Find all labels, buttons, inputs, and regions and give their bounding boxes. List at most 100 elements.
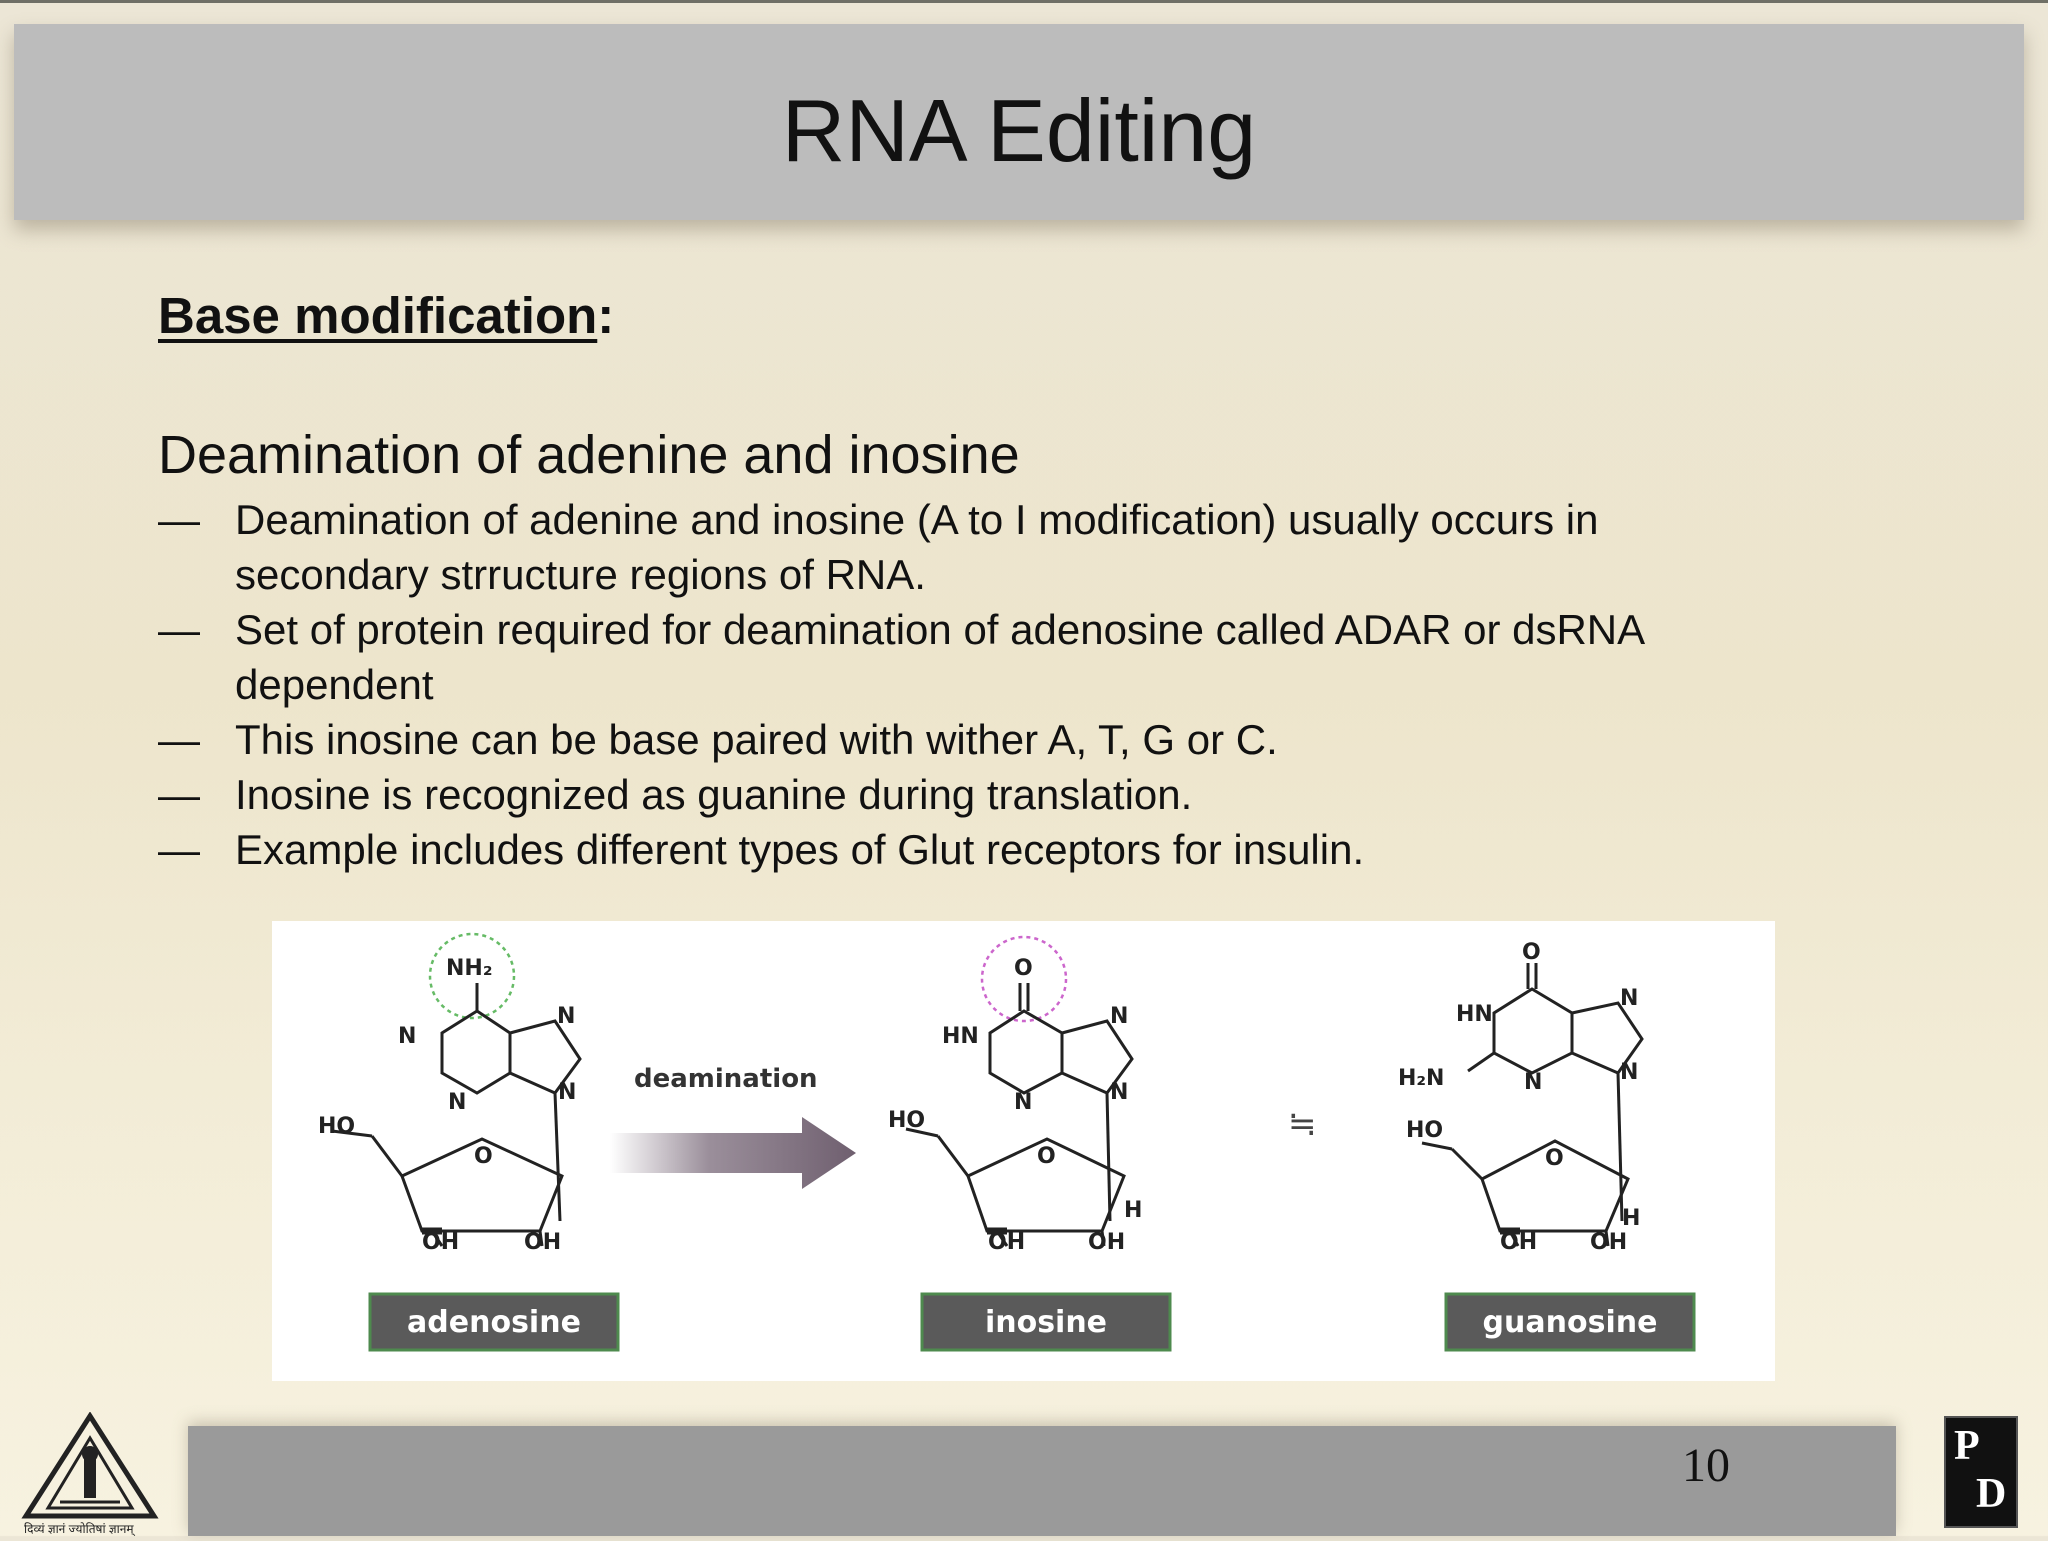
- atom-label: HO: [318, 1114, 355, 1139]
- footer-bar: [188, 1426, 1896, 1536]
- atom-label: H: [1622, 1206, 1640, 1231]
- bond: [995, 1230, 1009, 1247]
- section-heading-colon: :: [597, 287, 615, 344]
- guanosine-label: guanosine: [1483, 1305, 1658, 1340]
- arrow-icon: [610, 1117, 856, 1189]
- deamination-arrow: deamination: [610, 1064, 856, 1189]
- equivalence-symbol: ≒: [1288, 1104, 1317, 1144]
- atom-label: N: [1620, 986, 1638, 1011]
- oxo-highlight-circle: [980, 935, 1068, 1023]
- arrow-label: deamination: [634, 1064, 818, 1094]
- bullet-item: — Inosine is recognized as guanine during…: [158, 767, 1798, 822]
- atom-label: HN: [942, 1024, 979, 1049]
- atom-label: O: [1545, 1146, 1564, 1171]
- purine-ring-6: [988, 1009, 1064, 1095]
- bond: [331, 1129, 373, 1138]
- purine-ring-6: [1492, 987, 1574, 1075]
- logo-caption: दिव्यं ज्ञानं ज्योतिषां ज्ञानम्: [24, 1522, 134, 1536]
- atom-label: O: [1037, 1144, 1056, 1169]
- pd-logo-letter-d: D: [1976, 1471, 2007, 1517]
- bond: [430, 1230, 444, 1247]
- atom-label: OH: [524, 1230, 561, 1255]
- atom-label: N: [558, 1080, 576, 1105]
- bond: [1604, 1230, 1610, 1247]
- inosine-label-box: [920, 1292, 1172, 1352]
- atom-label: N: [1110, 1080, 1128, 1105]
- top-border-line: [0, 0, 2048, 3]
- ribose-ring: [400, 1137, 564, 1233]
- atom-label: N: [1014, 1090, 1032, 1115]
- nh2-highlight-circle: [428, 932, 516, 1020]
- atom-label: H: [1124, 1198, 1142, 1223]
- title-bar: RNA Editing: [14, 24, 2024, 220]
- deamination-figure: NH₂ N N N N HO O OH OH deamination: [272, 921, 1775, 1381]
- ribose-ring: [1480, 1139, 1630, 1233]
- atom-label: N: [398, 1024, 416, 1049]
- section-heading-text: Base modification: [158, 287, 598, 344]
- atom-label: OH: [422, 1230, 459, 1255]
- bond: [1421, 1141, 1453, 1151]
- bullet-item: — This inosine can be base paired with wi…: [158, 712, 1798, 767]
- atom-label: NH₂: [446, 956, 492, 981]
- page-number: 10: [1682, 1439, 1730, 1492]
- ribose-ring: [966, 1137, 1126, 1233]
- guanosine-structure: O HN H₂N N N N HO O OH OH H: [1398, 940, 1644, 1255]
- bond: [1100, 1230, 1106, 1247]
- bullet-dash: —: [158, 606, 200, 653]
- atom-label: O: [474, 1144, 493, 1169]
- purine-ring-5: [1570, 1001, 1644, 1075]
- bond: [370, 1135, 404, 1177]
- glycosidic-bond: [1105, 1092, 1112, 1222]
- atom-label: OH: [1500, 1230, 1537, 1255]
- bond: [538, 1230, 544, 1247]
- atom-label: N: [1110, 1004, 1128, 1029]
- atom-label: N: [1524, 1070, 1542, 1095]
- atom-label: O: [1014, 956, 1033, 981]
- glycosidic-bond: [553, 1092, 562, 1222]
- atom-label: H₂N: [1398, 1066, 1444, 1091]
- purine-ring-5: [1060, 1019, 1134, 1095]
- pd-logo-frame: [1944, 1416, 2018, 1528]
- bond: [936, 1135, 970, 1177]
- inosine-structure: O HN N N N HO O OH OH H: [888, 935, 1142, 1255]
- bullet-dash: —: [158, 716, 200, 763]
- bullet-item: — Example includes different types of Glu…: [158, 822, 1798, 877]
- triangle-emblem-icon: [21, 1411, 159, 1519]
- pd-logo-letter-p: P: [1954, 1423, 1980, 1469]
- bullet-dash: —: [158, 771, 200, 818]
- institution-logo: दिव्यं ज्ञानं ज्योतिषां ज्ञानम्: [20, 1411, 160, 1536]
- purine-ring-5: [508, 1019, 582, 1095]
- atom-label: OH: [1088, 1230, 1125, 1255]
- purine-ring-6: [440, 1009, 512, 1095]
- bond: [1508, 1230, 1520, 1247]
- bullet-text: Example includes different types of Glut…: [235, 826, 1365, 873]
- bond: [905, 1127, 939, 1138]
- bullet-text: Inosine is recognized as guanine during …: [235, 771, 1193, 818]
- bullet-dash: —: [158, 496, 200, 543]
- bullet-item: — Set of protein required for deamination…: [158, 602, 1798, 712]
- section-heading: Base modification:: [158, 286, 614, 345]
- pd-logo: P D: [1944, 1416, 2018, 1528]
- bond: [1467, 1051, 1495, 1073]
- bond: [1450, 1147, 1484, 1181]
- atom-label: OH: [988, 1230, 1025, 1255]
- atom-label: HN: [1456, 1002, 1493, 1027]
- atom-label: N: [557, 1004, 575, 1029]
- atom-label: HO: [1406, 1118, 1443, 1143]
- atom-label: OH: [1590, 1230, 1627, 1255]
- bullet-item: — Deamination of adenine and inosine (A t…: [158, 492, 1798, 602]
- atom-label: N: [448, 1090, 466, 1115]
- bullet-list: — Deamination of adenine and inosine (A t…: [158, 492, 1798, 877]
- slide-title: RNA Editing: [781, 81, 1257, 180]
- subheading: Deamination of adenine and inosine: [158, 425, 1020, 485]
- adenosine-label: adenosine: [407, 1305, 581, 1340]
- bullet-dash: —: [158, 826, 200, 873]
- guanosine-label-box: [1444, 1292, 1696, 1352]
- bullet-text: Deamination of adenine and inosine (A to…: [235, 496, 1599, 598]
- bullet-text: This inosine can be base paired with wit…: [235, 716, 1278, 763]
- atom-label: N: [1620, 1060, 1638, 1085]
- bullet-text: Set of protein required for deamination …: [235, 606, 1643, 708]
- adenosine-label-box: [368, 1292, 620, 1352]
- atom-label: HO: [888, 1108, 925, 1133]
- molecule-name-labels: adenosine inosine guanosine: [368, 1292, 1696, 1352]
